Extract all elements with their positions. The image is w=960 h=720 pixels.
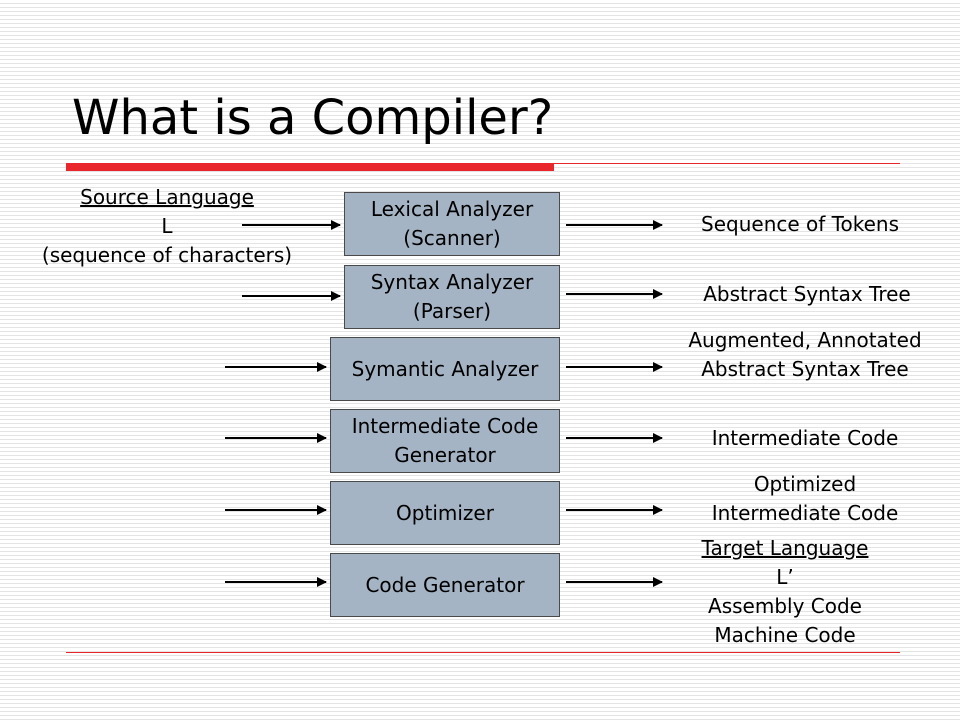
source-language-label: Source Language L (sequence of character…	[12, 183, 322, 270]
output-syntax-tree: Abstract Syntax Tree	[672, 280, 942, 309]
output-sublabel: Machine Code	[714, 623, 856, 647]
stage-label: Code Generator	[365, 572, 525, 597]
output-tokens: Sequence of Tokens	[665, 210, 935, 239]
output-sublabel: Intermediate Code	[711, 501, 899, 525]
stage-label: Syntax Analyzer	[370, 270, 534, 294]
stage-intermediate-code-generator: Intermediate Code Generator	[330, 409, 560, 473]
source-language-symbol: L	[161, 214, 173, 238]
output-sublabel: Abstract Syntax Tree	[701, 357, 909, 381]
title-underline-bar	[66, 163, 554, 171]
target-language-heading: Target Language	[701, 536, 869, 560]
output-label: Abstract Syntax Tree	[703, 282, 911, 306]
stage-label: Symantic Analyzer	[351, 356, 539, 381]
output-label: Assembly Code	[708, 594, 862, 618]
stage-sublabel: Generator	[394, 443, 496, 467]
stage-syntax-analyzer: Syntax Analyzer (Parser)	[344, 265, 560, 329]
output-intermediate-code: Intermediate Code	[670, 424, 940, 453]
stage-label: Intermediate Code	[351, 414, 539, 438]
title-underline-rule	[554, 163, 900, 164]
output-label: Augmented, Annotated	[688, 328, 922, 352]
stage-label: Lexical Analyzer	[370, 197, 534, 221]
output-annotated-tree: Augmented, Annotated Abstract Syntax Tre…	[670, 326, 940, 384]
stage-sublabel: (Parser)	[412, 299, 492, 323]
source-language-heading: Source Language	[80, 185, 254, 209]
output-label: Intermediate Code	[711, 426, 899, 450]
stage-semantic-analyzer: Symantic Analyzer	[330, 337, 560, 401]
stage-optimizer: Optimizer	[330, 481, 560, 545]
footer-rule	[66, 652, 900, 653]
source-language-note: (sequence of characters)	[41, 243, 293, 267]
stage-sublabel: (Scanner)	[403, 226, 501, 250]
stage-label: Optimizer	[396, 500, 494, 525]
stage-code-generator: Code Generator	[330, 553, 560, 617]
output-target-language: Target Language L’ Assembly Code Machine…	[650, 534, 920, 650]
stage-lexical-analyzer: Lexical Analyzer (Scanner)	[344, 192, 560, 256]
output-label: Optimized	[753, 472, 857, 496]
target-language-symbol: L’	[776, 565, 794, 589]
output-label: Sequence of Tokens	[701, 212, 899, 236]
page-title: What is a Compiler?	[72, 90, 554, 146]
output-optimized-code: Optimized Intermediate Code	[670, 470, 940, 528]
